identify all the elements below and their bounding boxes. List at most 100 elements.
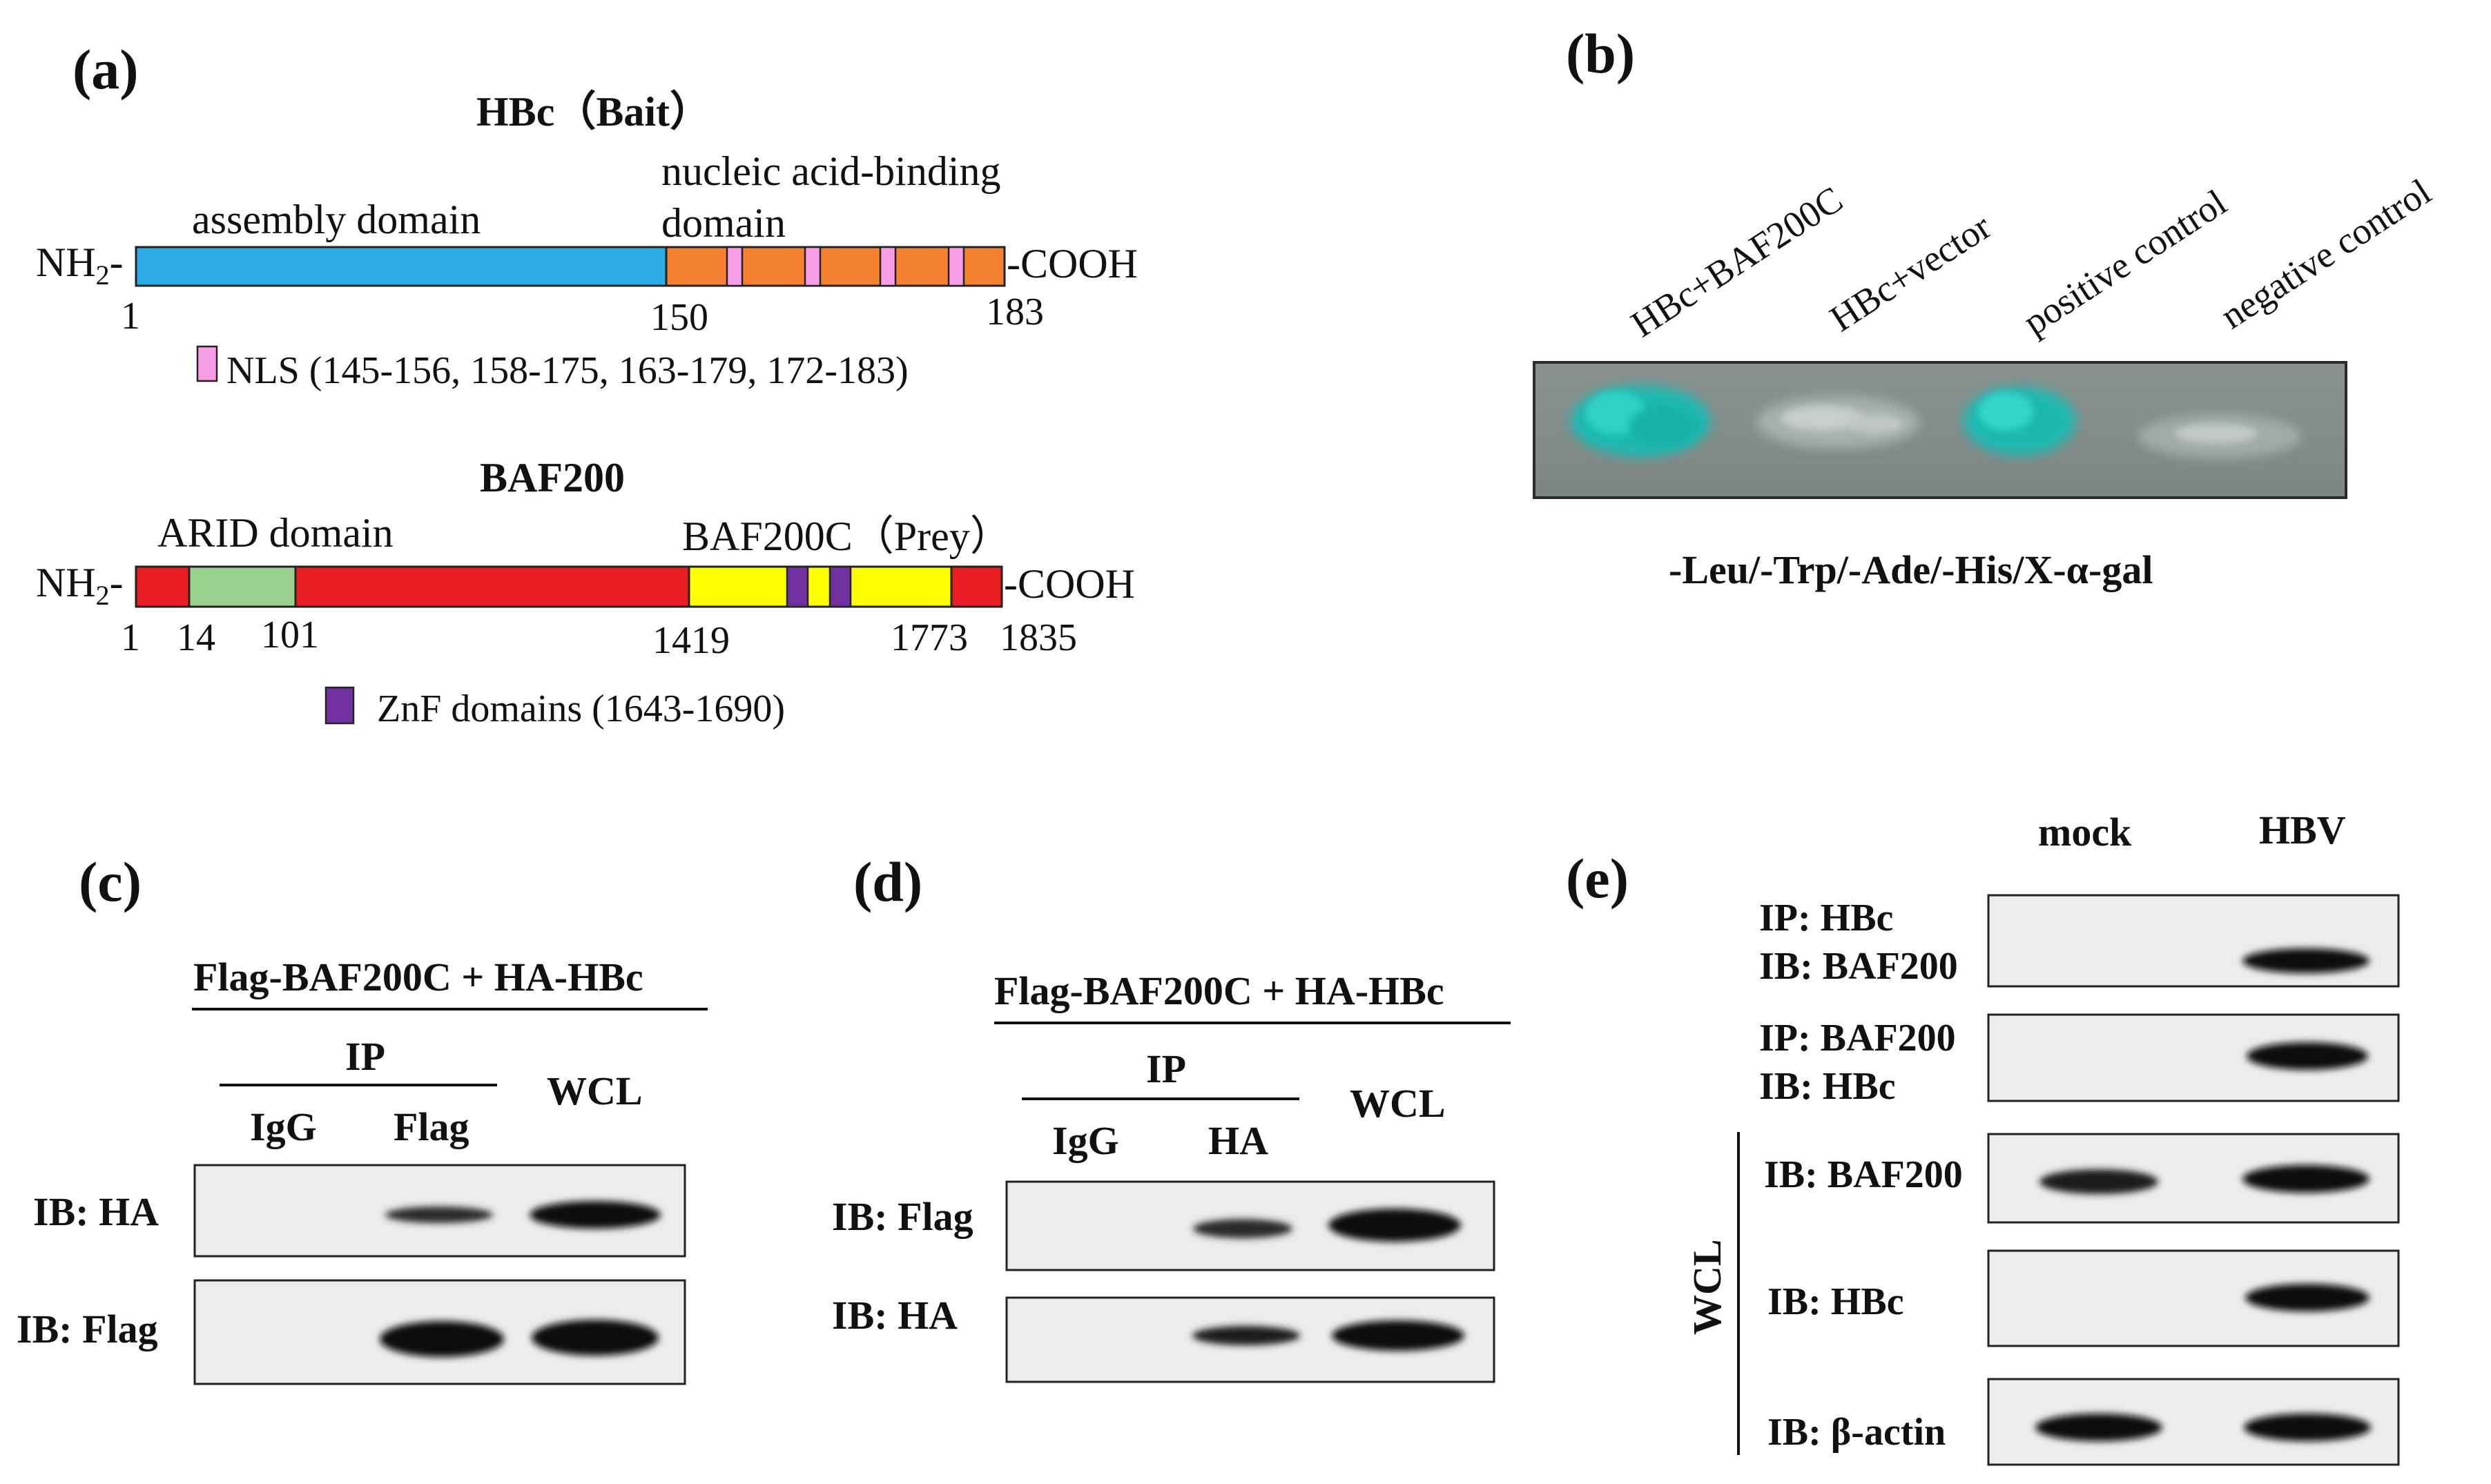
band-d-ha-wcl — [1332, 1320, 1464, 1351]
panel-d-lane-igg: IgG — [1052, 1118, 1119, 1163]
panel-b-column-1: HBc+BAF200C — [1624, 178, 1850, 345]
baf200-pos-1: 1 — [121, 616, 140, 659]
baf200-nh2-dash: - — [110, 560, 124, 605]
baf200-title: BAF200 — [480, 455, 625, 500]
panel-d-lane-ha: HA — [1208, 1118, 1268, 1163]
panel-e-wcl-label: WCL — [1685, 1239, 1729, 1335]
blot-e-wcl-baf200 — [1987, 1133, 2400, 1224]
baf200-prey-label: BAF200C（Prey） — [682, 514, 1011, 559]
blot-e-wcl-actin — [1987, 1378, 2400, 1466]
blot-d-flag — [1005, 1180, 1495, 1271]
band-c-flag-flag — [380, 1321, 504, 1357]
band-d-flag-wcl — [1328, 1209, 1461, 1242]
hbc-nh2-subscript: 2 — [96, 260, 110, 291]
colony-positive-control — [1963, 387, 2076, 456]
znf-legend-swatch — [324, 686, 355, 725]
hbc-nh2-text: NH — [36, 240, 96, 285]
band-c-flag-wcl — [532, 1320, 659, 1356]
znf-legend-text: ZnF domains (1643-1690) — [377, 687, 785, 730]
panel-e-wcl-ib-actin: IB: β-actin — [1767, 1411, 1946, 1454]
panel-d-ip-label: IP — [1146, 1046, 1186, 1091]
hbc-nls-box-1 — [726, 246, 744, 287]
band-e-wcl-baf200-hbv — [2242, 1165, 2369, 1193]
baf200-cooh-label: -COOH — [1004, 561, 1135, 607]
nls-legend-text: NLS (145-156, 158-175, 163-179, 172-183) — [226, 349, 909, 392]
blot-d-ha — [1005, 1296, 1495, 1383]
panel-b-column-4: negative control — [2213, 170, 2439, 337]
colony-hbc-vector — [1756, 396, 1919, 449]
band-c-ha-flag — [385, 1207, 493, 1223]
baf200-nh2-subscript: 2 — [96, 580, 110, 611]
band-d-flag-ha — [1193, 1219, 1292, 1238]
panel-d-row-ib-flag: IB: Flag — [832, 1194, 973, 1239]
baf200-arid-domain-bar — [188, 565, 297, 608]
panel-c-ip-label: IP — [345, 1034, 385, 1079]
panel-c-lane-wcl: WCL — [547, 1068, 643, 1113]
panel-c: (c) Flag-BAF200C + HA-HBc IP IgG Flag WC… — [17, 850, 708, 1385]
hbc-title: HBc（Bait） — [476, 88, 711, 135]
panel-c-lane-igg: IgG — [250, 1104, 317, 1149]
blot-e-ip-hbc — [1987, 894, 2400, 988]
baf200-schematic: BAF200 ARID domain BAF200C（Prey） NH2- -C… — [36, 455, 1135, 730]
hbc-cooh-label: -COOH — [1007, 241, 1138, 286]
hbc-nls-box-3 — [879, 246, 897, 287]
band-e-wcl-actin-mock — [2035, 1414, 2162, 1441]
baf200-znf-box-2 — [828, 565, 852, 608]
panel-label-a: (a) — [72, 38, 139, 101]
hbc-schematic: HBc（Bait） nucleic acid-binding assembly … — [36, 88, 1138, 392]
hbc-nh2-label: NH2- — [36, 240, 124, 291]
band-e-wcl-hbc-hbv — [2245, 1284, 2369, 1311]
hbc-pos-150: 150 — [650, 296, 708, 339]
baf200-nh2-label: NH2- — [36, 560, 124, 611]
panel-e-ip-hbc: IP: HBc — [1759, 897, 1893, 939]
panel-b-column-3: positive control — [2016, 182, 2234, 343]
hbc-nls-box-4 — [947, 246, 965, 287]
baf200-nh2-text: NH — [36, 560, 96, 605]
band-d-ha-ha — [1192, 1326, 1300, 1345]
hbc-nab-label-line2: domain — [661, 200, 786, 246]
band-e-ip-hbc-hbv — [2242, 948, 2369, 973]
panel-c-header: Flag-BAF200C + HA-HBc — [193, 955, 643, 999]
hbc-nab-label-line1: nucleic acid-binding — [661, 148, 1000, 194]
hbc-pos-183: 183 — [986, 291, 1044, 333]
panel-e-ib-hbc-1: IB: HBc — [1759, 1065, 1896, 1108]
panel-d: (d) Flag-BAF200C + HA-HBc IP IgG HA WCL … — [832, 850, 1511, 1383]
baf200-pos-14: 14 — [177, 616, 215, 659]
hbc-nls-box-2 — [804, 246, 822, 287]
panel-e: (e) mock HBV IP: HBc IB: BAF200 IP: BAF2… — [1566, 808, 2400, 1466]
baf200-pos-1419: 1419 — [652, 619, 730, 662]
hbc-assembly-domain-bar — [135, 246, 668, 287]
baf200-znf-box-1 — [786, 565, 809, 608]
yeast-plate — [1533, 361, 2347, 499]
band-e-wcl-baf200-mock — [2039, 1169, 2158, 1194]
baf200-pos-1835: 1835 — [1000, 616, 1077, 659]
panel-label-c: (c) — [79, 850, 142, 913]
panel-e-wcl-ib-baf200: IB: BAF200 — [1764, 1153, 1963, 1196]
nls-legend-swatch — [196, 345, 218, 382]
baf200-prey-region-bar — [688, 565, 953, 608]
hbc-pos-1: 1 — [121, 295, 140, 338]
panel-label-e: (e) — [1566, 847, 1629, 910]
panel-e-wcl-ib-hbc: IB: HBc — [1767, 1280, 1904, 1323]
panel-e-lane-mock: mock — [2038, 810, 2132, 855]
panel-c-row-ib-ha: IB: HA — [33, 1189, 159, 1234]
panel-d-row-ib-ha: IB: HA — [832, 1293, 958, 1338]
panel-b: (b) HBc+BAF200C HBc+vector positive cont… — [1533, 22, 2439, 592]
baf200-arid-label: ARID domain — [157, 510, 394, 556]
panel-e-lane-hbv: HBV — [2259, 808, 2346, 852]
panel-a: (a) HBc（Bait） nucleic acid-binding assem… — [36, 38, 1138, 730]
blot-e-wcl-hbc — [1987, 1249, 2400, 1347]
panel-e-ip-baf200: IP: BAF200 — [1759, 1017, 1956, 1060]
band-c-ha-wcl — [530, 1201, 661, 1229]
panel-label-b: (b) — [1566, 22, 1635, 85]
panel-c-row-ib-flag: IB: Flag — [17, 1307, 158, 1351]
panel-b-column-2: HBc+vector — [1823, 206, 1998, 340]
blot-c-ha — [193, 1164, 686, 1258]
panel-d-lane-wcl: WCL — [1350, 1081, 1446, 1126]
blot-c-flag — [193, 1279, 686, 1385]
panel-e-ib-baf200-1: IB: BAF200 — [1759, 945, 1958, 988]
panel-d-header: Flag-BAF200C + HA-HBc — [994, 968, 1444, 1013]
baf200-pos-101: 101 — [261, 614, 319, 656]
hbc-assembly-label: assembly domain — [192, 197, 481, 242]
